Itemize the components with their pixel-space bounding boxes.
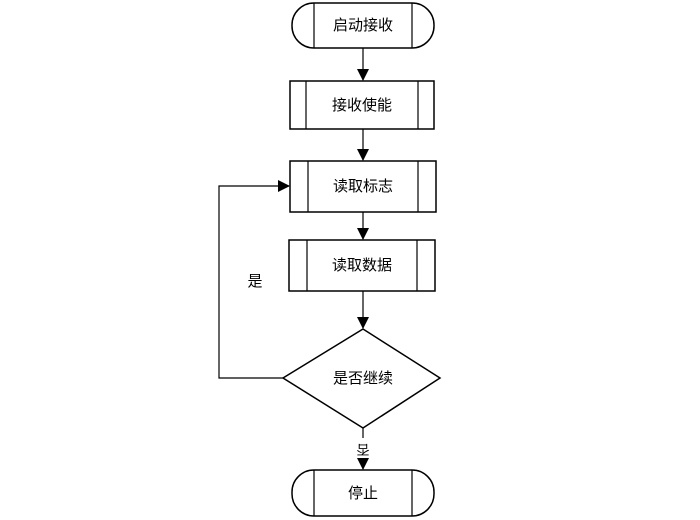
read-data-label: 读取数据 [331,256,392,274]
start-label: 启动接收 [332,16,393,34]
enable-receive-label: 接收使能 [331,96,392,114]
arrow-yes-loop [218,180,290,379]
end-label: 停止 [347,484,378,502]
decision-label: 是否继续 [332,369,393,387]
start-terminator [291,2,435,49]
process-enable-receive [289,80,435,130]
end-terminator [291,469,435,517]
process-read-data [288,239,436,292]
yes-label: 是 [247,272,263,290]
no-label: 否 [348,438,378,458]
read-flag-label: 读取标志 [332,177,393,195]
